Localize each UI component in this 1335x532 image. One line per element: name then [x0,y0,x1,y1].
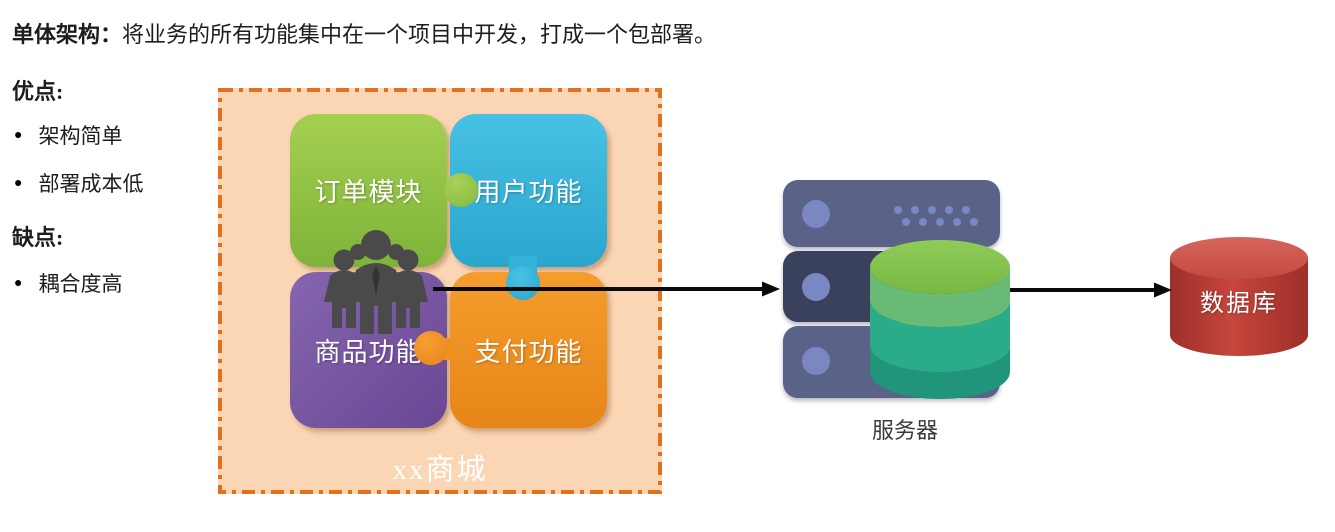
cons-heading: 缺点: [12,225,64,250]
pros-item-2-label: 部署成本低 [38,172,144,196]
module-users-label: 用户功能 [474,178,583,207]
puzzle-knob-icon [414,331,448,365]
page-title: 单体架构：将业务的所有功能集中在一个项目中开发，打成一个包部署。 [12,17,716,49]
rack-indicator-icon [802,273,830,301]
bullet-icon: ● [14,127,23,143]
team-icon [324,230,428,334]
module-payment-puzzle-piece: 支付功能 [450,272,607,428]
cons-item-1: ● 耦合度高 [14,268,122,298]
vent-dots-icon [894,206,978,226]
monolith-app-box: 订单模块 用户功能 商品功能 支付功能 [218,88,662,494]
dashed-border [218,88,662,494]
rack-indicator-icon [802,347,830,375]
title-definition: 将业务的所有功能集中在一个项目中开发，打成一个包部署。 [122,22,717,47]
title-term: 单体架构： [12,22,123,47]
pros-item-1-label: 架构简单 [38,124,123,148]
cons-item-1-label: 耦合度高 [38,272,123,296]
module-products-label: 商品功能 [314,337,423,367]
rack-indicator-icon [802,200,830,228]
red-database-icon [1170,237,1308,356]
pros-item-1: ● 架构简单 [14,120,122,150]
green-database-icon [870,240,1010,399]
server-label: 服务器 [871,418,938,443]
module-payment-label: 支付功能 [474,337,583,367]
module-users-puzzle-piece: 用户功能 [450,114,607,267]
database-label: 数据库 [1200,291,1278,317]
bullet-icon: ● [14,175,23,191]
module-orders-label: 订单模块 [314,178,423,207]
monolith-app-label: xx商城 [392,454,488,486]
arrow-server-to-db-icon [1010,282,1172,298]
pros-item-2: ● 部署成本低 [14,168,143,198]
puzzle-knob-icon [506,266,540,300]
puzzle-knob-icon [444,173,478,207]
pros-heading: 优点: [12,79,64,104]
bullet-icon: ● [14,275,23,291]
